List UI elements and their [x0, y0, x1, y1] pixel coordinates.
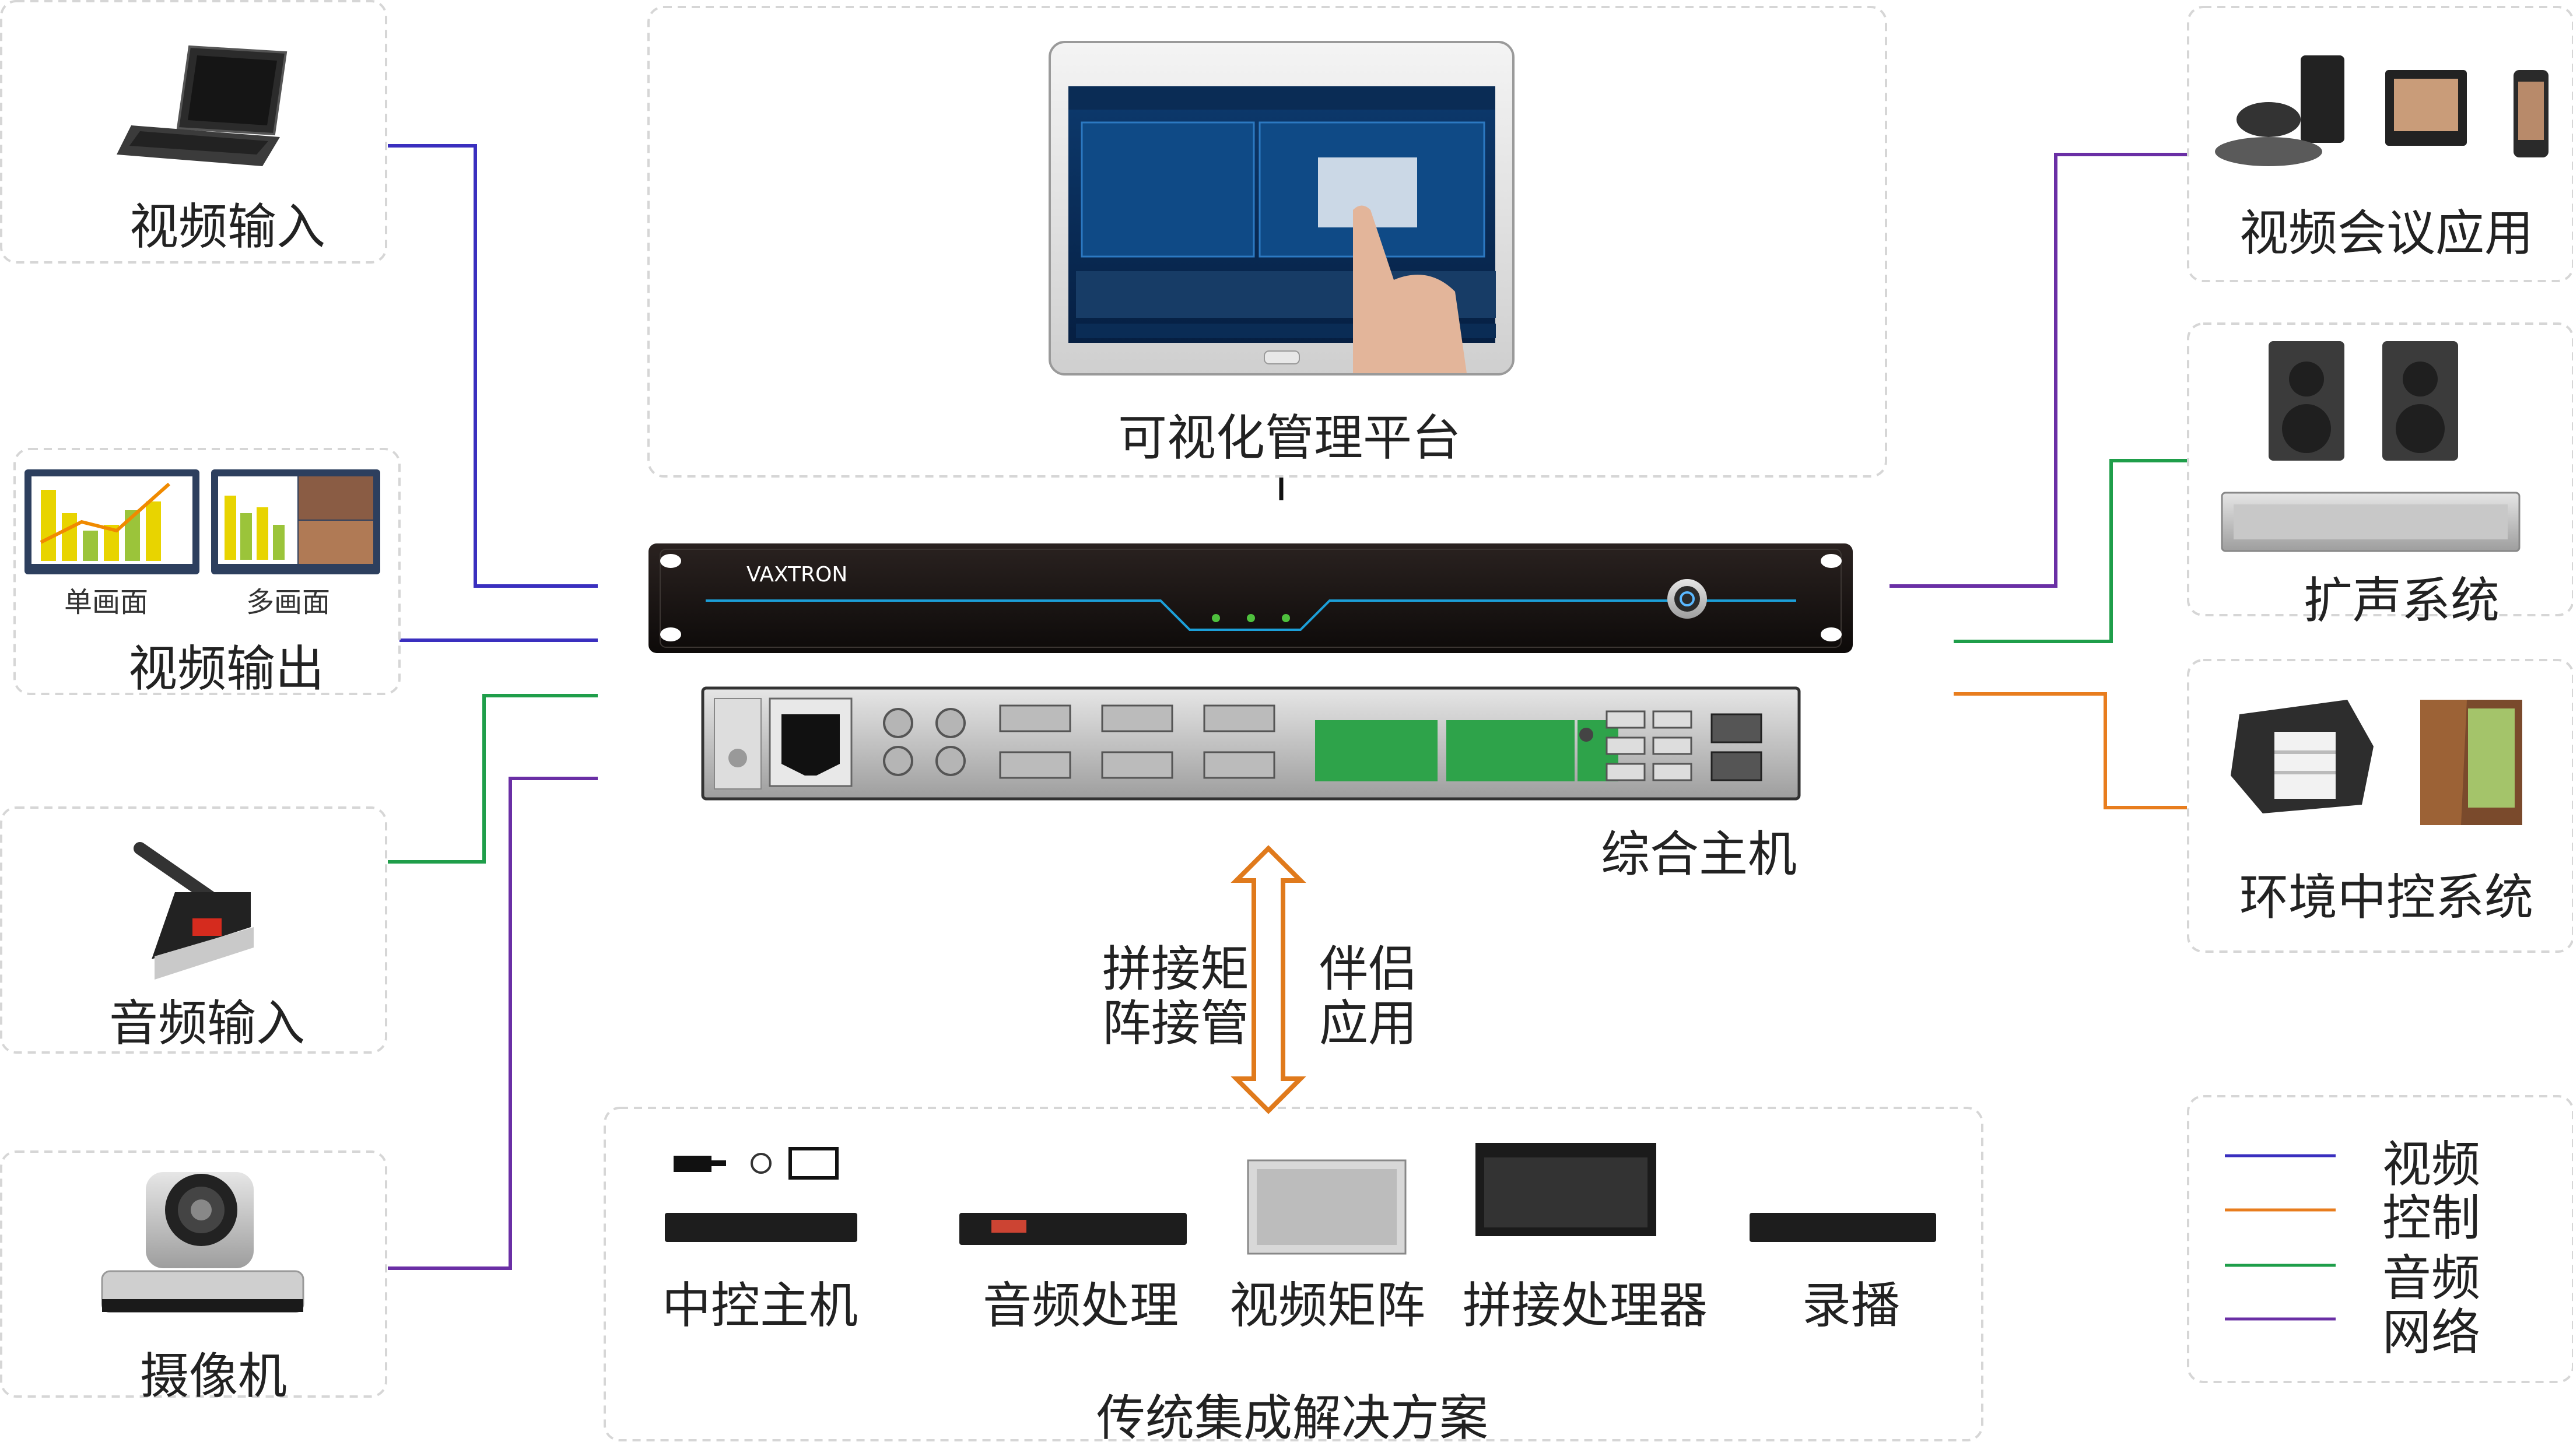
- label-platform: 可视化管理平台: [1118, 409, 1461, 466]
- label-video-input: 视频输入: [129, 198, 326, 255]
- host-back: [701, 686, 1801, 801]
- legend-label-video: 视频: [2382, 1136, 2481, 1193]
- video-input-line: [388, 144, 598, 588]
- tablet-icon: [1049, 41, 1515, 376]
- legend-label-network: 网络: [2382, 1304, 2481, 1361]
- env-control-line: [1954, 692, 2187, 809]
- panel-video-conf: [2187, 6, 2573, 282]
- label-pa-system: 扩声系统: [2304, 572, 2500, 629]
- label-host: 综合主机: [1601, 826, 1797, 883]
- label-camera: 摄像机: [140, 1348, 288, 1405]
- label-matrix-1: 拼接矩: [1102, 941, 1250, 998]
- label-audio-processing: 音频处理: [983, 1277, 1179, 1334]
- label-companion-1: 伴侣: [1319, 941, 1418, 998]
- label-env-control: 环境中控系统: [2239, 869, 2534, 926]
- label-audio-input: 音频输入: [109, 995, 306, 1052]
- label-companion-2: 应用: [1319, 995, 1418, 1052]
- double-arrow-icon: [1231, 845, 1306, 1114]
- env-control-icons: [2231, 700, 2522, 825]
- legend-label-control: 控制: [2382, 1190, 2481, 1247]
- camera-icon: [101, 1172, 304, 1313]
- label-video-output: 视频输出: [128, 640, 325, 697]
- label-video-conf: 视频会议应用: [2239, 205, 2534, 262]
- host-brand: VAXTRON: [746, 563, 848, 587]
- laptop-icon: [117, 45, 288, 166]
- multi-screen-icon: [211, 469, 380, 574]
- label-multi-screen: 多画面: [246, 586, 331, 619]
- label-central-control: 中控主机: [662, 1277, 858, 1334]
- label-splice-processor: 拼接处理器: [1463, 1277, 1708, 1334]
- traditional-devices: [665, 1143, 1936, 1255]
- label-video-matrix: 视频矩阵: [1229, 1277, 1426, 1334]
- microphone-icon: [134, 842, 254, 980]
- audio-input-line: [388, 694, 598, 864]
- connection-lines: [388, 144, 2187, 1270]
- label-recording: 录播: [1802, 1277, 1901, 1334]
- video-conf-line: [1890, 153, 2187, 588]
- label-traditional-solution: 传统集成解决方案: [1096, 1390, 1489, 1447]
- pa-system-line: [1954, 459, 2187, 643]
- single-screen-icon: [24, 469, 199, 574]
- panel-legend: [2187, 1095, 2573, 1383]
- video-conf-icons: [2215, 55, 2549, 166]
- host-front: [648, 543, 1853, 653]
- label-matrix-2: 阵接管: [1102, 995, 1250, 1052]
- label-single-screen: 单画面: [64, 586, 149, 619]
- camera-line: [388, 777, 598, 1270]
- legend-label-audio: 音频: [2382, 1250, 2481, 1307]
- pa-system-icons: [2221, 341, 2521, 552]
- legend-swatches: [2225, 1154, 2336, 1321]
